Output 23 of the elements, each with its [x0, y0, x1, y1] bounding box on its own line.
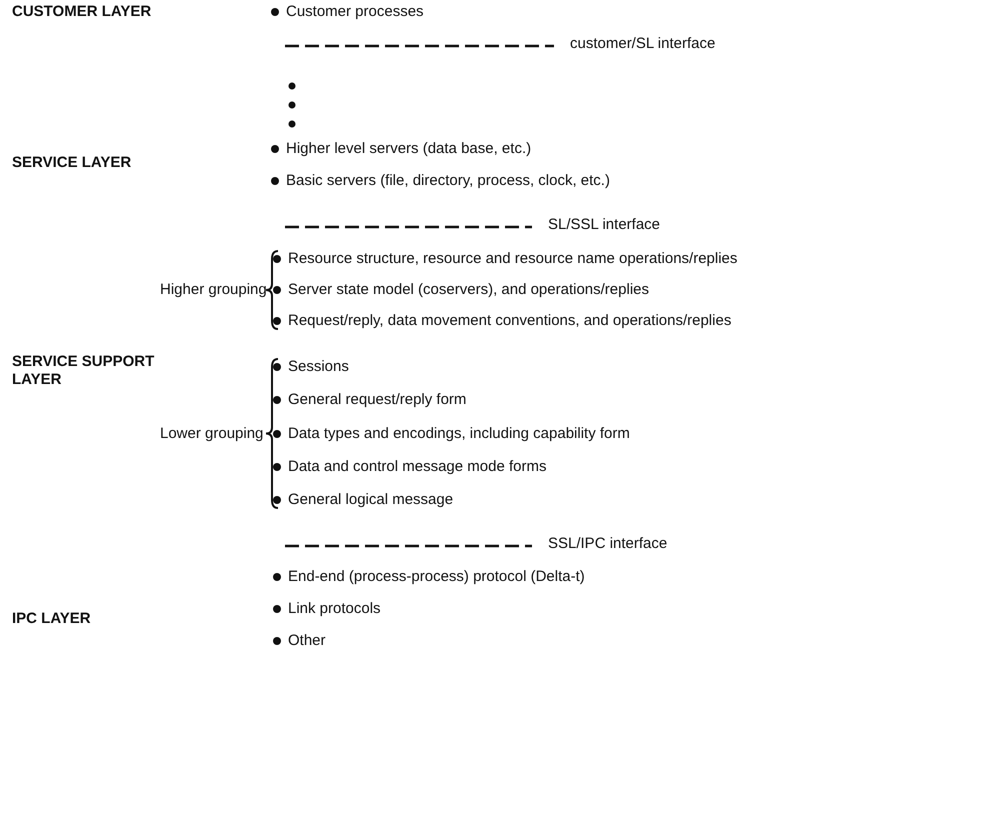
- bullet-item: General logical message: [288, 491, 454, 509]
- bullet-item: Higher level servers (data base, etc.): [286, 140, 532, 158]
- bullet-item: Request/reply, data movement conventions, and operations/replies: [288, 312, 732, 330]
- interface-label: SL/SSL interface: [548, 216, 660, 234]
- bullet-item: Basic servers (file, directory, process, clock, etc.): [286, 172, 610, 190]
- layer-heading: SERVICE SUPPORT LAYER: [12, 353, 156, 389]
- bullet-item: Link protocols: [288, 600, 381, 618]
- bullet-item: Data and control message mode forms: [288, 458, 546, 476]
- interface-label: customer/SL interface: [570, 35, 716, 53]
- interface-label: SSL/IPC interface: [548, 535, 668, 553]
- layer-heading: IPC LAYER: [12, 610, 92, 628]
- bullet-item: Customer processes: [286, 3, 424, 21]
- bullet-item: Resource structure, resource and resource name operations/replies: [288, 250, 738, 268]
- bullet-item: End-end (process-process) protocol (Delta-t): [288, 568, 585, 586]
- bullet-item: General request/reply form: [288, 391, 466, 409]
- bullet-item: Other: [288, 632, 326, 650]
- layer-heading: SERVICE LAYER: [12, 154, 132, 172]
- bullet-item: Sessions: [288, 358, 349, 376]
- grouping-label: Higher grouping: [160, 281, 267, 299]
- layer-heading: CUSTOMER LAYER: [12, 3, 152, 21]
- bullet-item: Data types and encodings, including capability form: [288, 425, 630, 443]
- grouping-label: Lower grouping: [160, 425, 264, 443]
- bullet-item: Server state model (coservers), and operations/replies: [288, 281, 649, 299]
